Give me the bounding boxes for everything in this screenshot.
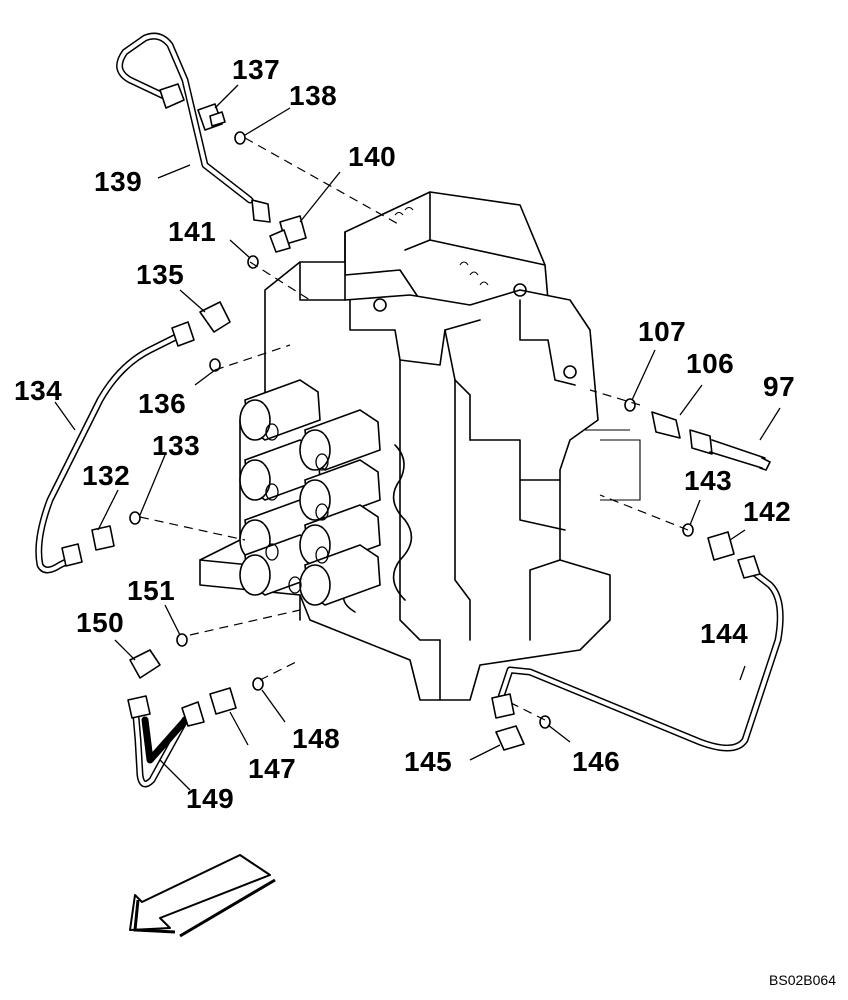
callout-136: 136 bbox=[138, 388, 187, 419]
callout-141: 141 bbox=[168, 216, 217, 247]
callout-140: 140 bbox=[348, 141, 397, 172]
callout-142: 142 bbox=[743, 496, 792, 527]
callout-106: 106 bbox=[686, 348, 735, 379]
pipe-139 bbox=[116, 32, 271, 223]
fittings-right bbox=[624, 398, 771, 471]
callout-143: 143 bbox=[684, 465, 733, 496]
callout-97: 97 bbox=[763, 371, 796, 402]
callout-139: 139 bbox=[94, 166, 143, 197]
spool-caps bbox=[239, 379, 381, 606]
callout-107: 107 bbox=[638, 316, 687, 347]
callout-leaders bbox=[54, 84, 781, 791]
control-valve-body bbox=[199, 191, 641, 701]
callout-148: 148 bbox=[292, 723, 341, 754]
callout-137: 137 bbox=[232, 54, 281, 85]
pipe-144 bbox=[491, 523, 784, 752]
callout-135: 135 bbox=[136, 259, 185, 290]
callout-132: 132 bbox=[82, 460, 131, 491]
drawing-code: BS02B064 bbox=[769, 972, 836, 988]
front-direction-arrow bbox=[129, 854, 276, 938]
callout-147: 147 bbox=[248, 753, 297, 784]
callout-149: 149 bbox=[186, 783, 235, 814]
callout-144: 144 bbox=[700, 618, 749, 649]
callout-150: 150 bbox=[76, 607, 125, 638]
callout-146: 146 bbox=[572, 746, 621, 777]
pipe-134 bbox=[35, 301, 231, 574]
callout-134: 134 bbox=[14, 375, 63, 406]
fittings-upper bbox=[197, 103, 307, 269]
callout-138: 138 bbox=[289, 80, 338, 111]
callout-145: 145 bbox=[404, 746, 453, 777]
callout-133: 133 bbox=[152, 430, 201, 461]
pipe-149 bbox=[127, 633, 264, 788]
callout-151: 151 bbox=[127, 575, 176, 606]
